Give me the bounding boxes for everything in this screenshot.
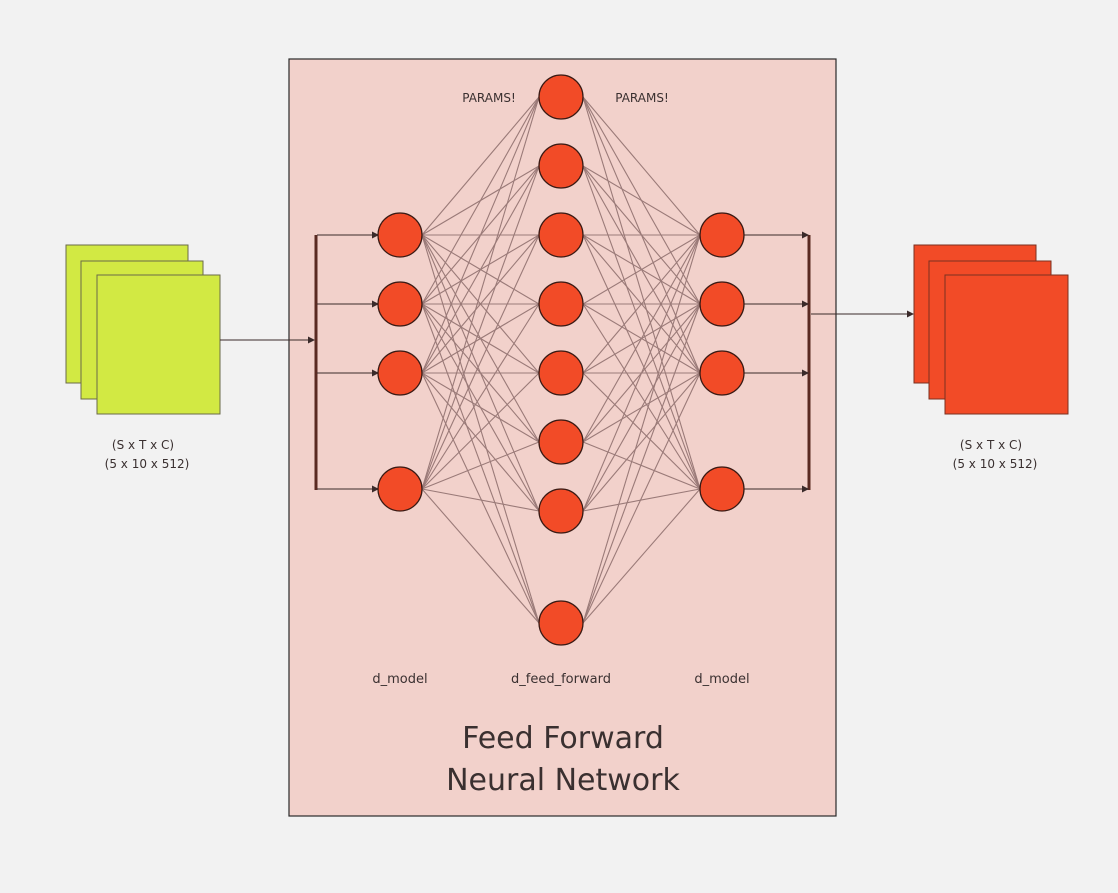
params-right-label: PARAMS! (615, 91, 669, 105)
hidden-layer-node (538, 143, 584, 189)
connection-line (582, 234, 701, 512)
connection-line (421, 488, 540, 624)
layer-label-hidden: d_feed_forward (511, 672, 611, 687)
output-layer-node (699, 281, 745, 327)
hidden-layer-node (538, 74, 584, 120)
connection-line (582, 441, 701, 490)
output-tensor-stack (913, 244, 1069, 415)
output-tensor-layer-front (944, 274, 1069, 415)
connection-line (582, 303, 701, 490)
input-tensor-layer-front (96, 274, 221, 415)
layer-label-input: d_model (372, 672, 427, 687)
connection-line (421, 234, 540, 624)
output-shape-label: (S x T x C) (960, 438, 1022, 452)
connection-line (582, 96, 701, 490)
connection-line (582, 303, 701, 624)
input-layer-node (377, 212, 423, 258)
hidden-layer-node (538, 419, 584, 465)
connection-line (582, 372, 701, 512)
panel-title-line1: Feed Forward (462, 721, 664, 756)
connection-line (421, 165, 540, 490)
output-dims-label: (5 x 10 x 512) (953, 457, 1038, 471)
panel-title-line2: Neural Network (446, 763, 680, 798)
hidden-layer-node (538, 281, 584, 327)
connection-line (421, 234, 540, 374)
neuron-nodes (377, 74, 745, 646)
hidden-layer-node (538, 212, 584, 258)
hidden-layer-node (538, 600, 584, 646)
connection-line (421, 165, 540, 374)
connection-line (421, 96, 540, 236)
connection-line (582, 303, 701, 512)
input-layer-node (377, 350, 423, 396)
connection-line (421, 303, 540, 374)
connection-line (582, 165, 701, 490)
connection-line (582, 234, 701, 374)
connection-line (421, 303, 540, 624)
hidden-layer-node (538, 350, 584, 396)
connection-line (582, 165, 701, 236)
input-layer-node (377, 466, 423, 512)
output-layer-node (699, 350, 745, 396)
connection-line (582, 372, 701, 490)
connection-lines (421, 96, 701, 624)
connection-line (582, 372, 701, 624)
input-shape-label: (S x T x C) (112, 438, 174, 452)
connection-line (421, 372, 540, 624)
connection-line (421, 372, 540, 512)
connection-line (582, 234, 701, 490)
connection-line (582, 234, 701, 443)
bus-arrows (317, 231, 809, 493)
connection-line (582, 96, 701, 236)
connection-line (421, 96, 540, 490)
connection-line (421, 303, 540, 490)
output-layer-node (699, 466, 745, 512)
connection-line (421, 234, 540, 490)
layer-label-output: d_model (694, 672, 749, 687)
input-layer-node (377, 281, 423, 327)
connection-line (582, 488, 701, 512)
input-dims-label: (5 x 10 x 512) (105, 457, 190, 471)
connection-line (421, 372, 540, 443)
connection-line (421, 96, 540, 374)
input-tensor-stack (65, 244, 221, 415)
output-layer-node (699, 212, 745, 258)
connection-line (421, 488, 540, 512)
connection-line (582, 488, 701, 624)
hidden-layer-node (538, 488, 584, 534)
params-left-label: PARAMS! (462, 91, 516, 105)
connection-line (421, 372, 540, 490)
connection-line (421, 441, 540, 490)
connection-line (582, 234, 701, 624)
connection-line (421, 96, 540, 305)
connection-line (582, 234, 701, 305)
